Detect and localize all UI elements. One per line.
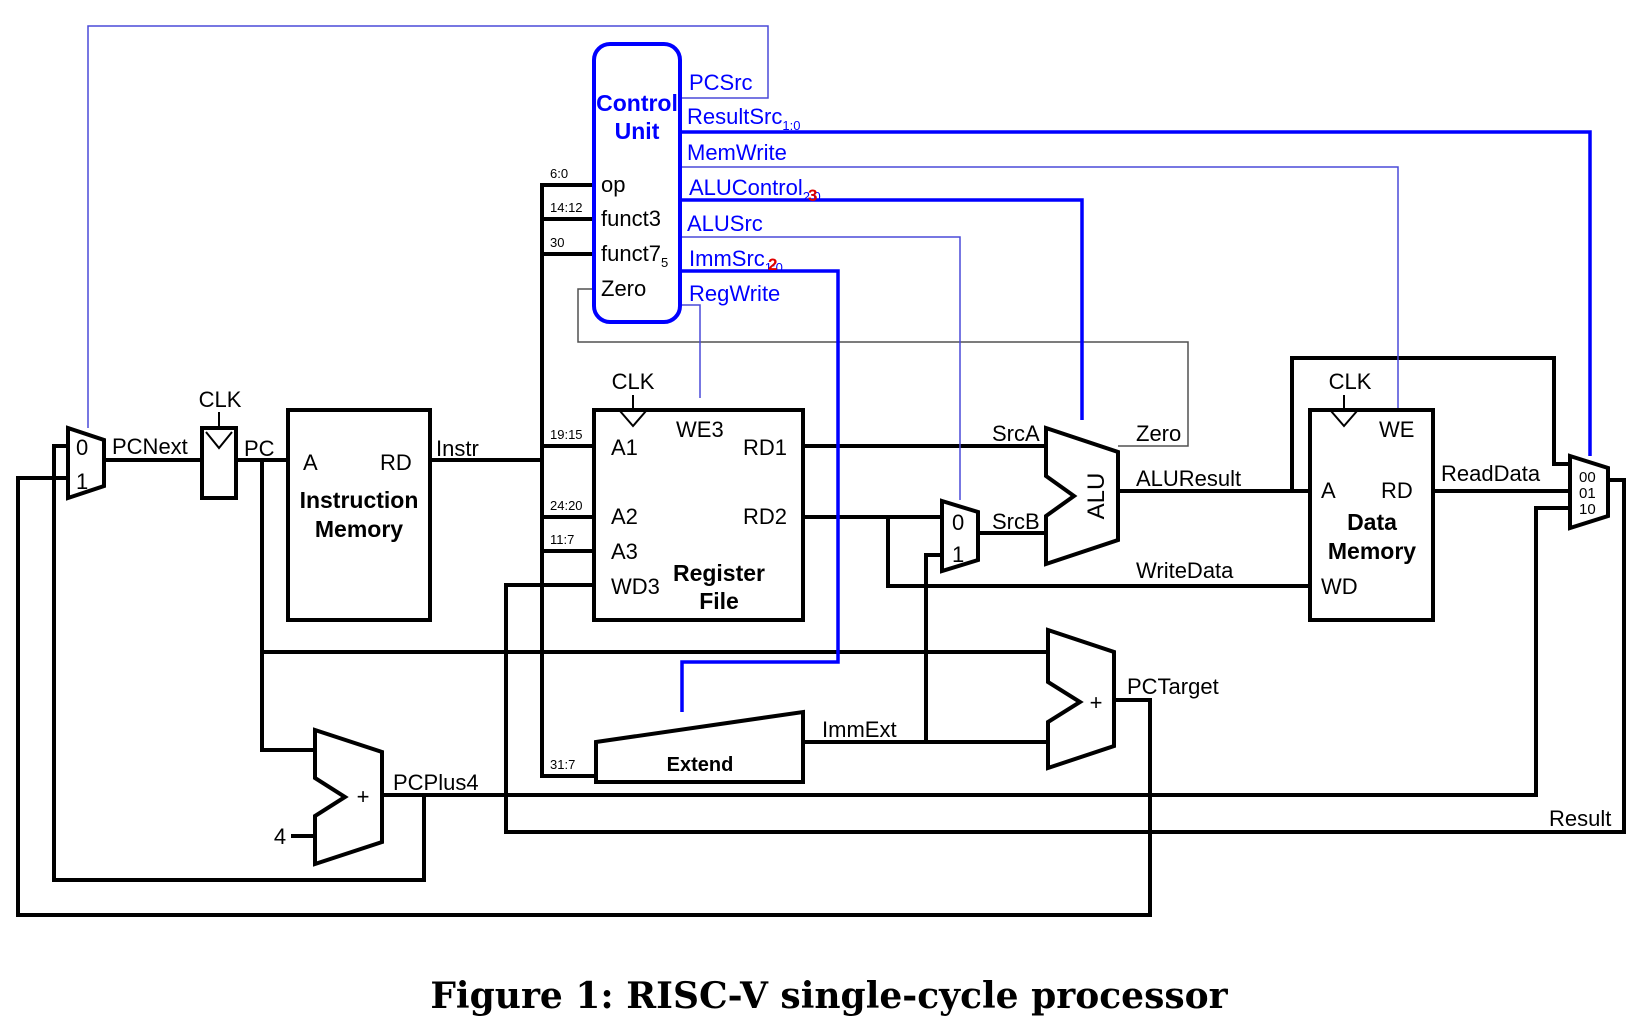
instruction-memory: A RD Instruction Memory <box>286 408 432 622</box>
imem-port-rd: RD <box>380 450 412 475</box>
immsrc-correction-mark: 2 <box>768 255 777 274</box>
signal-instr: Instr <box>436 436 479 461</box>
rf-clk-label: CLK <box>612 369 655 394</box>
result-mux-in01: 01 <box>1579 485 1596 502</box>
pc-adder-plus: + <box>357 784 370 809</box>
control-wires <box>87 25 1592 712</box>
imem-port-a: A <box>303 450 318 475</box>
cu-funct3-label: funct3 <box>601 206 661 231</box>
signal-srca: SrcA <box>992 421 1040 446</box>
bit-field-funct3: 14:12 <box>550 200 583 215</box>
rf-a2: A2 <box>611 504 638 529</box>
bit-field-a2: 24:20 <box>550 498 583 513</box>
datapath-wires <box>16 183 1626 917</box>
resultsrc-label: ResultSrc1:0 <box>687 104 800 133</box>
pc-target-plus: + <box>1090 690 1103 715</box>
bit-field-op: 6:0 <box>550 166 568 181</box>
rf-rd1: RD1 <box>743 435 787 460</box>
dmem-name-line2: Memory <box>1328 538 1416 564</box>
srcb-mux: 0 1 <box>940 498 980 574</box>
zero-feedback-wire <box>577 288 1189 447</box>
result-mux-in10: 10 <box>1579 501 1596 518</box>
bit-field-imm: 31:7 <box>550 757 575 772</box>
alusrc-label: ALUSrc <box>687 211 763 236</box>
pc-register <box>200 412 238 500</box>
rf-a3: A3 <box>611 539 638 564</box>
signal-pcplus4: PCPlus4 <box>393 770 479 795</box>
bit-field-funct7: 30 <box>550 235 564 250</box>
signal-immext: ImmExt <box>822 717 897 742</box>
rf-we3: WE3 <box>676 417 724 442</box>
bit-field-labels: 6:0 14:12 30 19:15 24:20 11:7 31:7 <box>550 166 583 772</box>
rf-name-line2: File <box>699 588 739 614</box>
imem-name-line2: Memory <box>315 516 403 542</box>
signal-srcb: SrcB <box>992 509 1040 534</box>
bit-field-a3: 11:7 <box>550 532 574 547</box>
pc-clk-label: CLK <box>199 387 242 412</box>
dmem-port-rd: RD <box>1381 478 1413 503</box>
regwrite-label: RegWrite <box>689 281 780 306</box>
signal-labels: PCNext PC Instr SrcA SrcB Zero ALUResult… <box>112 421 1611 831</box>
rf-rd2: RD2 <box>743 504 787 529</box>
constant-four: 4 <box>274 824 286 849</box>
result-mux: 00 01 10 <box>1568 453 1610 531</box>
extend-name: Extend <box>667 754 734 776</box>
pc-mux: 0 1 <box>66 425 106 501</box>
dmem-port-a: A <box>1321 478 1336 503</box>
register-file: A1 A2 A3 WD3 WE3 RD1 RD2 Register File <box>592 395 805 622</box>
alu: ALU <box>1044 425 1120 567</box>
immsrc-label: ImmSrc1:0 <box>689 246 783 275</box>
alucontrol-label: ALUControl2:0 <box>689 175 821 204</box>
pc-target-adder: + <box>1046 627 1116 771</box>
extend-unit: Extend <box>594 709 805 784</box>
srcb-mux-in1: 1 <box>952 542 964 567</box>
dmem-clk-label: CLK <box>1329 369 1372 394</box>
pc-mux-in1: 1 <box>76 469 88 494</box>
pc-mux-in0: 0 <box>76 435 88 460</box>
cu-zero-label: Zero <box>601 276 646 301</box>
rf-a1: A1 <box>611 435 638 460</box>
signal-zero: Zero <box>1136 421 1181 446</box>
data-memory: WE A RD WD Data Memory <box>1308 395 1435 622</box>
alu-name: ALU <box>1083 473 1110 520</box>
cu-funct7-label: funct75 <box>601 241 668 270</box>
alucontrol-correction-mark: 3 <box>808 186 817 205</box>
dmem-port-wd: WD <box>1321 574 1358 599</box>
pc-plus4-adder: + <box>313 727 384 867</box>
cu-op-label: op <box>601 172 625 197</box>
control-unit-title-1: Control <box>596 90 678 116</box>
control-unit-title-2: Unit <box>615 118 660 144</box>
signal-writedata: WriteData <box>1136 558 1234 583</box>
control-unit: Control Unit op funct3 funct75 Zero PCSr… <box>592 42 821 324</box>
signal-result: Result <box>1549 806 1611 831</box>
signal-pctarget: PCTarget <box>1127 674 1219 699</box>
signal-readdata: ReadData <box>1441 461 1541 486</box>
rf-wd3: WD3 <box>611 574 660 599</box>
result-mux-in00: 00 <box>1579 469 1596 486</box>
memwrite-label: MemWrite <box>687 140 787 165</box>
dmem-we: WE <box>1379 417 1414 442</box>
dmem-name-line1: Data <box>1347 509 1397 535</box>
bit-field-a1: 19:15 <box>550 427 583 442</box>
rf-name-line1: Register <box>673 560 765 586</box>
imem-name-line1: Instruction <box>300 487 419 513</box>
signal-aluresult: ALUResult <box>1136 466 1241 491</box>
srcb-mux-in0: 0 <box>952 510 964 535</box>
pcsrc-label: PCSrc <box>689 70 753 95</box>
signal-pcnext: PCNext <box>112 434 188 459</box>
figure-caption: Figure 1: RISC-V single-cycle processor <box>430 975 1228 1017</box>
signal-pc: PC <box>244 436 275 461</box>
